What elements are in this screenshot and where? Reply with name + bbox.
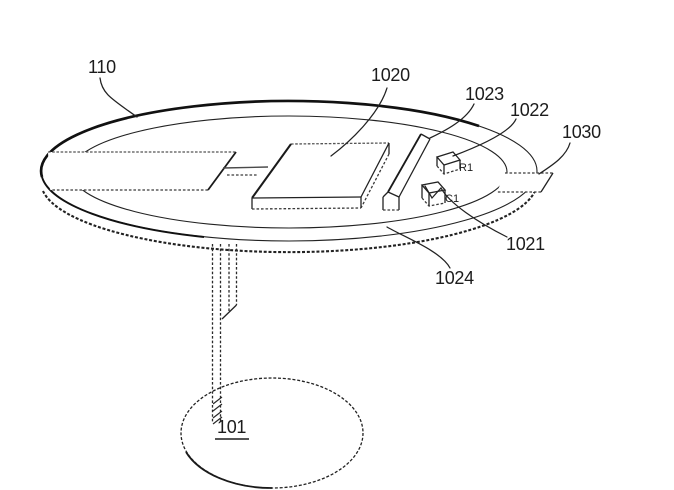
chip-front-face: [252, 197, 361, 209]
leader-1020: [330, 87, 388, 157]
chip-component: [251, 142, 390, 210]
stem-step-diagonal: [221, 304, 237, 320]
label-c1: C1: [445, 193, 459, 205]
disc-thickness-bottom-arc: [42, 190, 536, 254]
chip-front-top-edge: [251, 196, 362, 199]
leader-1023: [429, 103, 475, 139]
c1-bottom-edges: [421, 197, 446, 207]
bar-right-long-edge: [398, 138, 431, 198]
chip-right-face: [361, 143, 389, 208]
leader-110: [99, 77, 138, 118]
label-r1: R1: [459, 162, 473, 174]
tab-right-edge: [540, 172, 554, 193]
base: [180, 377, 364, 489]
bar-front-top-edge: [387, 191, 400, 198]
chip-front-bottom-edge: [251, 207, 362, 210]
chip-top-face: [252, 143, 389, 198]
label-1030: 1030: [562, 122, 601, 142]
bar-top-face: [388, 134, 430, 197]
bar-component: [382, 133, 431, 211]
label-1021: 1021: [506, 234, 545, 254]
label-110: 110: [88, 57, 116, 77]
bar-front-left-edge: [382, 191, 389, 198]
reference-labels: 110 1020 1023 1022 1030 1021 1024 101 R1…: [88, 57, 601, 440]
tab-fill: [497, 173, 553, 192]
bar-end-face: [383, 197, 399, 210]
label-1020: 1020: [371, 65, 410, 85]
label-1022: 1022: [510, 100, 549, 120]
leader-1024: [386, 226, 451, 269]
c1-left-face: [422, 185, 429, 206]
left-trace-right-edge: [207, 151, 237, 191]
stem-end-hatching: [212, 396, 223, 425]
label-1024: 1024: [435, 268, 474, 288]
disc-rim-shading-top: [39, 99, 480, 178]
stem: [211, 244, 238, 425]
disc-rim-shading-bottom-left: [41, 176, 205, 238]
leader-1030: [538, 142, 571, 175]
chip-top-back-edge: [290, 142, 390, 145]
chip-left-edge: [251, 143, 292, 199]
r1-bottom-edges: [436, 165, 461, 175]
base-ellipse: [180, 377, 364, 489]
label-1023: 1023: [465, 84, 504, 104]
leader-1021-with-check: [424, 185, 508, 238]
bar-left-long-edge: [387, 133, 422, 193]
label-101: 101: [217, 417, 246, 437]
bar-top-end-edge: [420, 133, 431, 140]
connector-trace-upper: [222, 166, 269, 169]
leader-1022: [452, 118, 517, 157]
chip-right-bottom-edge: [360, 153, 390, 209]
left-trace-plane: [48, 151, 269, 191]
c1-front-face: [429, 190, 445, 206]
base-ellipse-shading: [185, 451, 273, 489]
left-trace-fill: [48, 152, 236, 190]
chip-right-top-edge: [360, 142, 390, 198]
r1-left-face: [437, 157, 444, 174]
side-tab: [497, 172, 554, 193]
r1-front-face: [444, 160, 460, 174]
leader-lines: [99, 77, 571, 269]
